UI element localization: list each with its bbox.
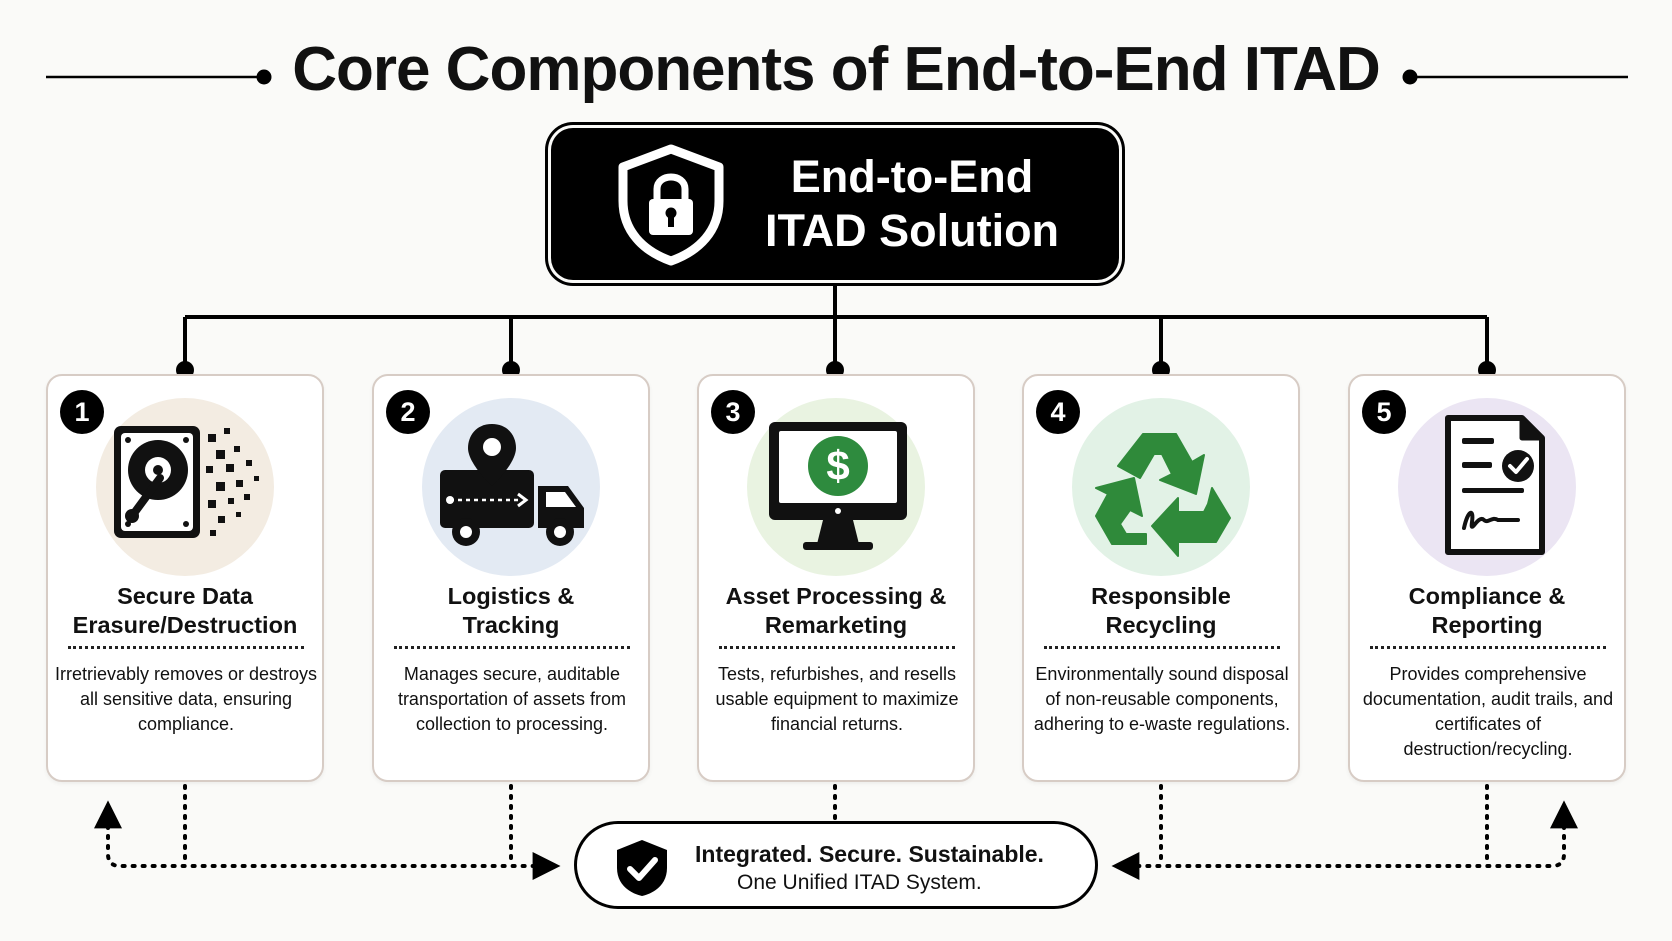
document-check-icon xyxy=(1445,415,1545,555)
hub-title-line1: End-to-End xyxy=(790,151,1034,202)
hub-tree-connector xyxy=(183,284,1489,368)
card-description: Tests, refurbishes, and resells usable e… xyxy=(715,664,959,734)
card-description: Provides comprehensive documentation, au… xyxy=(1362,664,1614,759)
dotted-divider xyxy=(1370,646,1606,649)
hub-title: End-to-End ITAD Solution xyxy=(747,128,1077,280)
step-number: 3 xyxy=(711,390,755,434)
footer-subtitle: One Unified ITAD System. xyxy=(737,871,982,894)
card-description: Irretrievably removes or destroys all se… xyxy=(54,664,318,734)
component-card-compliance-reporting: 5 Compliance & Reporting Provides compre… xyxy=(1348,374,1626,782)
monitor-dollar-icon: $ xyxy=(769,422,907,550)
step-number: 5 xyxy=(1362,390,1406,434)
svg-text:$: $ xyxy=(826,442,849,489)
card-title-line2: Reporting xyxy=(1431,612,1543,638)
card-description: Environmentally sound disposal of non-re… xyxy=(1033,664,1291,734)
component-card-logistics-tracking: 2 Logistics & Tracking Manages secure, a… xyxy=(372,374,650,782)
truck-location-icon xyxy=(440,424,584,546)
card-title-line1: Responsible xyxy=(1091,583,1231,609)
card-title-line1: Asset Processing & xyxy=(725,583,947,609)
card-title-line1: Secure Data xyxy=(117,583,253,609)
card-title-line2: Remarketing xyxy=(764,612,908,638)
card-title-line2: Tracking xyxy=(462,612,560,638)
shield-check-icon xyxy=(617,840,667,896)
dotted-divider xyxy=(68,646,304,649)
dotted-divider xyxy=(394,646,630,649)
dotted-divider xyxy=(719,646,955,649)
recycle-icon xyxy=(1095,433,1231,557)
summary-footer: Integrated. Secure. Sustainable. One Uni… xyxy=(574,821,1098,909)
hub-title-line2: ITAD Solution xyxy=(764,205,1060,256)
card-title: Responsible Recycling xyxy=(1030,578,1292,644)
card-title-line2: Recycling xyxy=(1105,612,1217,638)
card-title: Logistics & Tracking xyxy=(380,578,642,644)
component-card-asset-processing-remarketing: 3 $ Asset Processing & Remarketing Tests… xyxy=(697,374,975,782)
step-number: 4 xyxy=(1036,390,1080,434)
card-title: Secure Data Erasure/Destruction xyxy=(54,578,316,644)
card-title-line1: Compliance & xyxy=(1408,583,1566,609)
shield-lock-icon xyxy=(618,144,724,266)
card-title: Asset Processing & Remarketing xyxy=(705,578,967,644)
hard-drive-shred-icon xyxy=(114,426,259,538)
dotted-divider xyxy=(1044,646,1280,649)
card-description: Manages secure, auditable transportation… xyxy=(397,664,627,734)
component-card-responsible-recycling: 4 Responsible Recycling Environmentally … xyxy=(1022,374,1300,782)
step-number: 1 xyxy=(60,390,104,434)
page-title: Core Components of End-to-End ITAD xyxy=(292,35,1381,104)
footer-tagline: Integrated. Secure. Sustainable. xyxy=(695,841,1044,867)
card-title: Compliance & Reporting xyxy=(1356,578,1618,644)
hub-box: End-to-End ITAD Solution xyxy=(551,128,1119,280)
step-number: 2 xyxy=(386,390,430,434)
component-card-secure-data-erasure: 1 Secure Data Erasure/Destruction Irretr… xyxy=(46,374,324,782)
card-title-line1: Logistics & xyxy=(447,583,575,609)
card-title-line2: Erasure/Destruction xyxy=(72,612,298,638)
